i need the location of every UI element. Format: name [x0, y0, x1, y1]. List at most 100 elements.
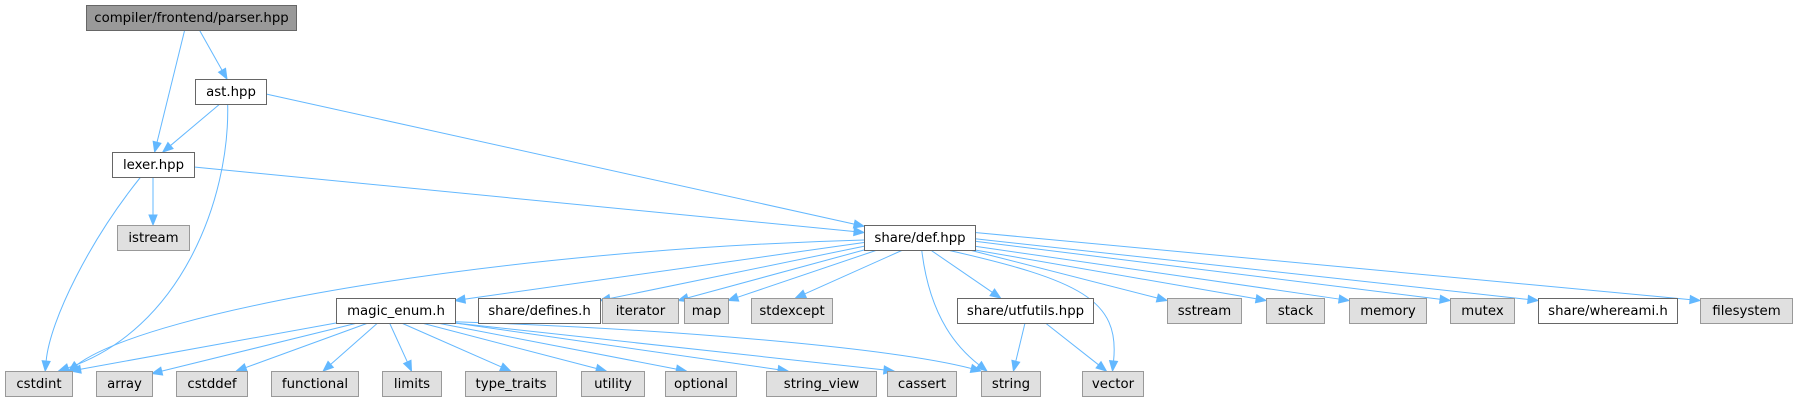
arrowhead-icon — [1527, 294, 1540, 305]
node-label: string — [992, 377, 1030, 392]
node-istream: istream — [117, 225, 190, 251]
arrowhead-icon — [1095, 360, 1108, 372]
node-label: memory — [1360, 304, 1416, 319]
node-box — [465, 371, 557, 397]
arrowhead-icon — [57, 363, 71, 373]
edge-def-to-utfutils — [930, 249, 1002, 299]
node-box — [117, 225, 190, 251]
node-label: mutex — [1461, 304, 1504, 319]
node-map: map — [684, 298, 729, 324]
edge-magic_enum-to-utility — [421, 322, 608, 373]
edge-def-to-mutex — [974, 240, 1452, 304]
edge-magic_enum-to-cstddef — [235, 322, 369, 372]
node-box — [478, 298, 601, 324]
edge-line — [156, 29, 186, 143]
edge-line — [330, 322, 378, 365]
arrowhead-icon — [1155, 293, 1169, 303]
node-label: cstddef — [187, 377, 237, 392]
node-label: map — [692, 304, 722, 319]
node-label: array — [107, 377, 142, 392]
node-type-traits: type_traits — [465, 371, 557, 397]
node-label: optional — [674, 377, 728, 392]
node-parser[interactable]: compiler/frontend/parser.hpp — [86, 5, 297, 31]
node-optional: optional — [665, 371, 737, 397]
node-ast[interactable]: ast.hpp — [195, 79, 267, 105]
node-box — [176, 371, 248, 397]
edge-magic_enum-to-cstdint — [69, 322, 337, 374]
node-box — [1450, 298, 1515, 324]
arrowhead-icon — [794, 289, 808, 299]
node-box — [195, 79, 267, 105]
edge-def-to-string — [921, 249, 988, 372]
node-lexer[interactable]: lexer.hpp — [112, 152, 195, 178]
node-stack: stack — [1266, 298, 1325, 324]
node-array: array — [96, 371, 153, 397]
edge-ast-to-def — [265, 93, 866, 229]
edge-line — [969, 249, 1158, 299]
edge-line — [737, 249, 878, 298]
node-string: string — [981, 371, 1041, 397]
node-def[interactable]: share/def.hpp — [864, 225, 976, 251]
node-label: istream — [128, 231, 178, 246]
edge-parser-to-ast — [198, 29, 228, 81]
edge-utfutils-to-vector — [1045, 322, 1108, 372]
arrowhead-icon — [726, 292, 740, 302]
node-box — [382, 371, 442, 397]
arrowhead-icon — [41, 360, 51, 373]
node-box — [887, 371, 957, 397]
node-label: magic_enum.h — [347, 304, 445, 319]
edge-line — [193, 166, 855, 233]
edge-line — [161, 322, 358, 372]
edge-ast-to-lexer — [161, 103, 221, 153]
arrowhead-icon — [853, 226, 866, 237]
edge-line — [454, 322, 885, 371]
node-label: vector — [1092, 377, 1135, 392]
arrowhead-icon — [152, 140, 162, 154]
edge-line — [609, 245, 865, 299]
edge-def-to-stdexcept — [794, 249, 904, 299]
node-magic-enum[interactable]: magic_enum.h — [336, 298, 456, 324]
node-label: share/utfutils.hpp — [967, 304, 1084, 319]
node-box — [1349, 298, 1427, 324]
arrowhead-icon — [498, 362, 512, 372]
edge-magic_enum-to-string — [454, 321, 983, 373]
node-cassert: cassert — [887, 371, 957, 397]
node-whereami[interactable]: share/whereami.h — [1538, 298, 1678, 324]
edge-lexer-to-istream — [148, 177, 158, 227]
edge-def-to-iterator — [676, 249, 865, 303]
node-defines[interactable]: share/defines.h — [478, 298, 601, 324]
node-box — [1082, 371, 1144, 397]
arrowhead-icon — [322, 360, 335, 372]
arrowhead-icon — [989, 288, 1002, 299]
arrowhead-icon — [852, 219, 866, 229]
edges-layer — [41, 29, 1702, 376]
node-label: functional — [282, 377, 348, 392]
arrowhead-icon — [1011, 359, 1021, 373]
node-cstdint: cstdint — [5, 371, 73, 397]
node-label: share/def.hpp — [874, 231, 965, 246]
edge-magic_enum-to-functional — [322, 322, 378, 372]
edge-line — [947, 249, 1115, 362]
node-label: cassert — [898, 377, 946, 392]
arrowhead-icon — [150, 366, 164, 376]
node-string-view: string_view — [766, 371, 877, 397]
nodes-layer: compiler/frontend/parser.hpp ast.hpp lexer… — [5, 5, 1793, 397]
node-label: limits — [394, 377, 430, 392]
edge-def-to-sstream — [969, 249, 1169, 303]
arrowhead-icon — [1337, 294, 1351, 304]
node-memory: memory — [1349, 298, 1427, 324]
edge-line — [1015, 322, 1026, 362]
edge-line — [265, 93, 855, 225]
node-label: stdexcept — [759, 304, 824, 319]
edge-magic_enum-to-limits — [389, 322, 413, 373]
edge-line — [198, 29, 223, 71]
edge-def-to-map — [726, 249, 878, 302]
edge-magic_enum-to-type_traits — [401, 322, 512, 372]
node-box — [86, 5, 297, 31]
arrowhead-icon — [1254, 294, 1268, 304]
arrowhead-icon — [975, 360, 988, 372]
node-box — [112, 152, 195, 178]
node-label: share/defines.h — [488, 304, 591, 319]
node-utfutils[interactable]: share/utfutils.hpp — [957, 298, 1094, 324]
